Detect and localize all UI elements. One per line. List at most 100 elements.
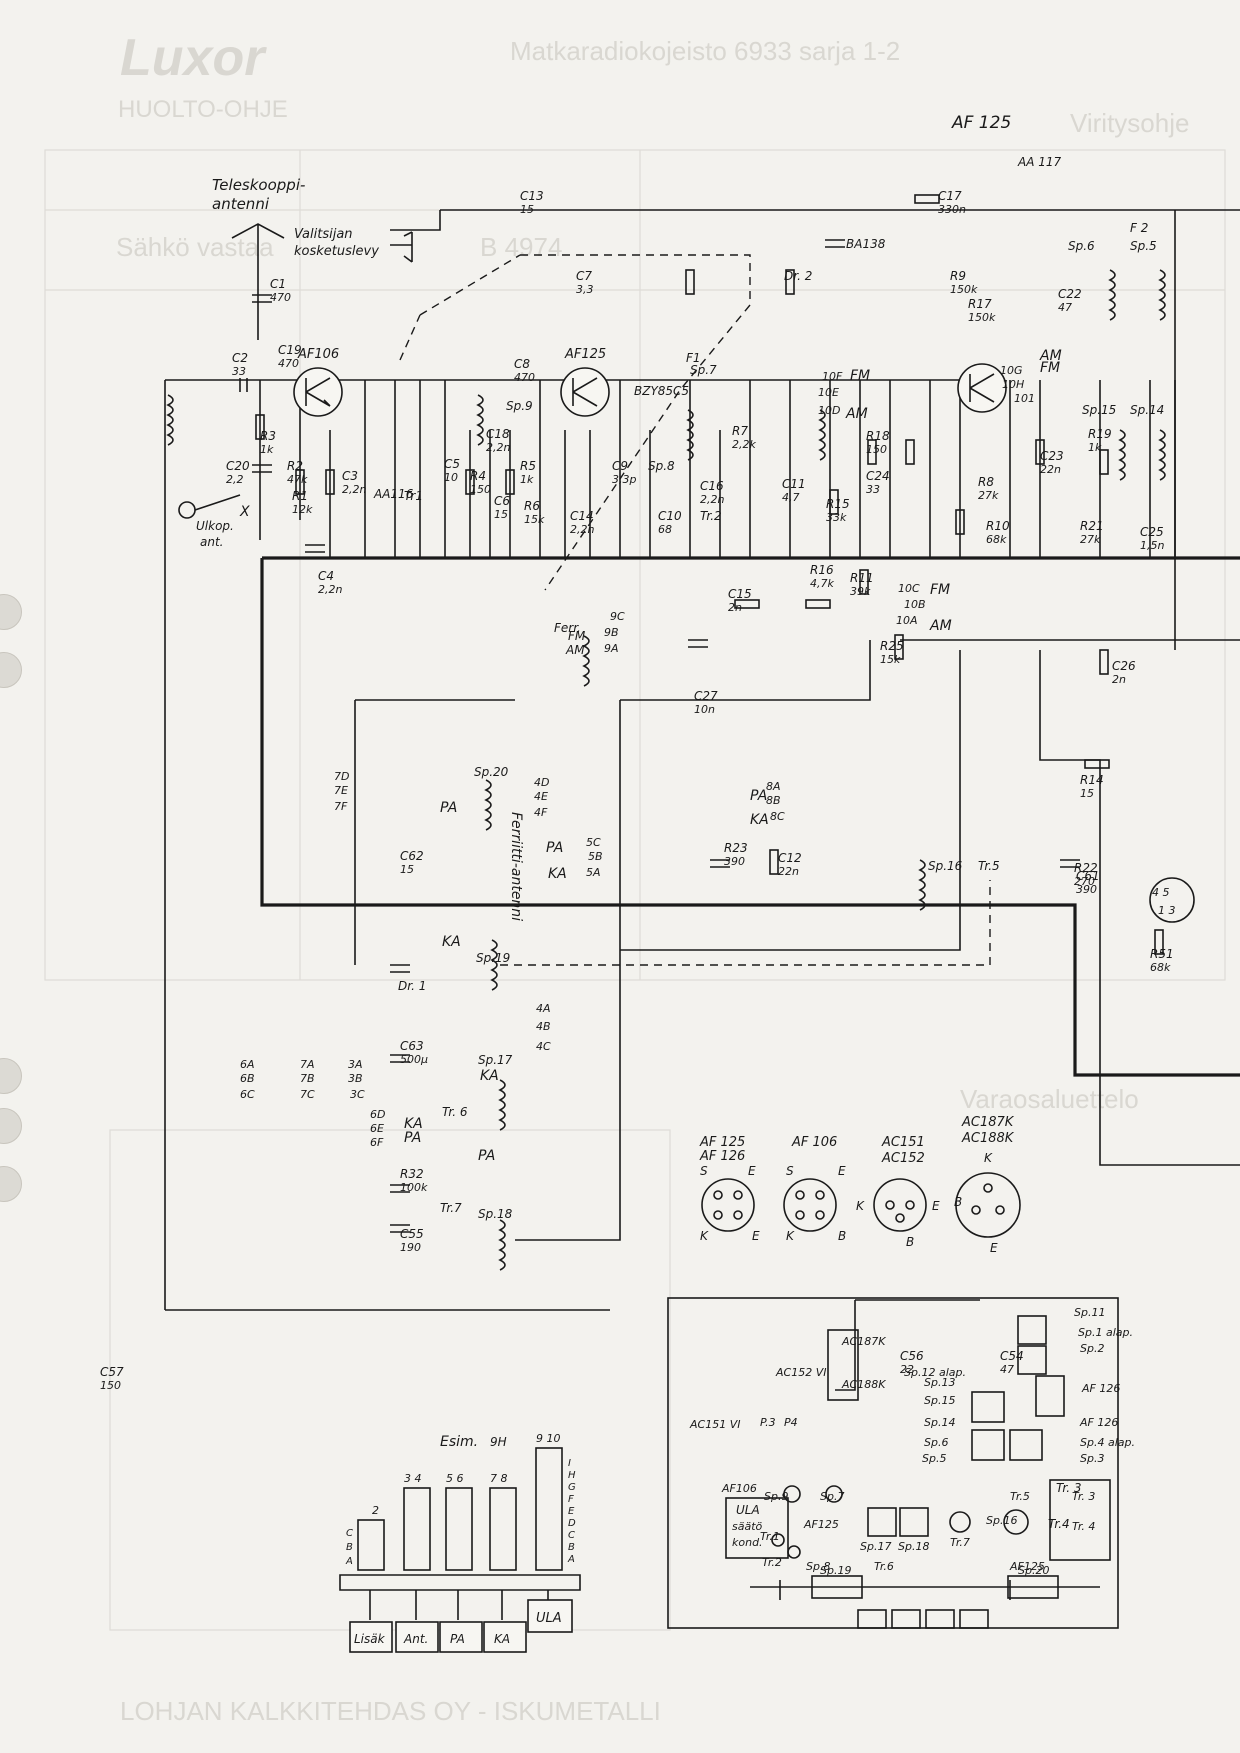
switch-fm-label: FM: [850, 368, 870, 384]
pinout-af125-title: AF 125: [699, 1135, 745, 1150]
component-value-c62: 15: [400, 863, 414, 876]
switch-pa-label-5: PA: [478, 1148, 495, 1164]
component-value-r7: 2,2k: [732, 438, 756, 451]
board-label-sp-1-alap-: Sp.1 alap.: [1078, 1326, 1133, 1339]
component-ref-r7: R7: [732, 424, 748, 438]
switch-point-101: 101: [1014, 392, 1035, 405]
component-value-c1: 470: [270, 291, 291, 304]
board-label-sp-6: Sp.6: [924, 1436, 948, 1449]
component-ref-c54: C54: [1000, 1349, 1024, 1363]
component-ref-c55: C55: [400, 1227, 424, 1241]
component-value-r9: 150k: [950, 283, 978, 296]
switch-point-7b: 7B: [300, 1072, 315, 1085]
svg-text:ULA: ULA: [736, 1503, 760, 1517]
component-ref-r22: R22: [1074, 861, 1098, 875]
board-label-tr-5: Tr.5: [1010, 1490, 1030, 1503]
board-label-sp-8: Sp.8: [806, 1560, 830, 1573]
button-ka[interactable]: [483, 1621, 527, 1653]
component-ref-c61: C61: [1076, 869, 1100, 883]
coil-sp-20: Sp.20: [474, 765, 509, 779]
component-value-r2: 47k: [287, 473, 308, 486]
switch-point-5b: 5B: [588, 850, 603, 863]
component-ref-r17: R17: [968, 297, 992, 311]
transistor-af106: AF106: [293, 347, 343, 417]
ghost-table-title: Sähkö vastaa: [116, 232, 274, 262]
transistor-af125: AF125: [560, 347, 610, 417]
switch-point-6f: 6F: [370, 1136, 384, 1149]
board-label-sp-2: Sp.2: [1080, 1342, 1104, 1355]
pinout-ac151-ac152: AC151 AC152 K E B: [856, 1135, 940, 1249]
switch-point-6b: 6B: [240, 1072, 255, 1085]
component-ref-r16: R16: [810, 563, 834, 577]
component-ref-c3: C3: [342, 469, 358, 483]
switch-layer: 10F10E10D10C10B10A10G10H1017D7E7F4D4E4F5…: [240, 348, 1062, 1164]
switch-point-7c: 7C: [300, 1088, 315, 1101]
switch-point-4d: 4D: [534, 776, 549, 789]
component-ref-c15: C15: [728, 587, 752, 601]
bank-row-left-b: B: [346, 1542, 353, 1553]
coil-winding: [498, 1219, 506, 1271]
selector-label-2: kosketuslevy: [294, 244, 379, 259]
button-pa[interactable]: [439, 1621, 483, 1653]
switch-ka-label: KA: [442, 934, 461, 950]
component-ref-c11: C11: [782, 477, 806, 491]
pinout-ac187-title: AC187K: [961, 1115, 1015, 1130]
board-label-tr-6: Tr.6: [874, 1560, 894, 1573]
svg-text:S: S: [700, 1164, 708, 1178]
component-value-c7: 3,3: [576, 283, 594, 296]
component-ref-aa116: AA116: [373, 487, 414, 501]
button-ula[interactable]: [527, 1599, 573, 1633]
board-label-ac151-vi: AC151 VI: [689, 1418, 740, 1431]
component-ref-c12: C12: [778, 851, 802, 865]
coil-winding: [918, 859, 926, 911]
pinout-ac152-title: AC152: [881, 1151, 925, 1166]
coil-sp-15: Sp.15: [1082, 403, 1116, 417]
svg-text:E: E: [990, 1241, 998, 1255]
x-mark: X: [239, 504, 250, 520]
component-value-c17: 330n: [938, 203, 966, 216]
component-ref-ba138: BA138: [846, 237, 886, 251]
pinout-af106: AF 106 S E K B: [783, 1135, 846, 1243]
component-value-c4: 2,2n: [318, 583, 342, 596]
component-value-r15: 33k: [826, 511, 847, 524]
coil-dr-1: Dr. 1: [398, 979, 426, 993]
board-label-af-126: AF 126: [1079, 1416, 1118, 1429]
ghost-parts-title: Varaosaluettelo: [960, 1084, 1139, 1114]
coil-sp-14: Sp.14: [1130, 403, 1164, 417]
component-ref-c22: C22: [1058, 287, 1082, 301]
coil-tr-6: Tr. 6: [442, 1105, 468, 1119]
svg-text:K: K: [984, 1151, 993, 1165]
coil-tr-4: Tr.4: [1048, 1517, 1070, 1531]
coil-f-2: F 2: [1130, 221, 1148, 235]
switch-point-10d: 10D: [818, 404, 840, 417]
coil-f1: F1: [686, 351, 701, 365]
coil-sp-16: Sp.16: [928, 859, 963, 873]
component-value-c57: 150: [100, 1379, 121, 1392]
component-ref-c9: C9: [612, 459, 628, 473]
component-value-c5: 10: [444, 471, 458, 484]
pinout-af106-title: AF 106: [791, 1135, 837, 1150]
bank-row-right-f: F: [568, 1494, 574, 1505]
board-label-sp-4-alap-: Sp.4 alap.: [1080, 1436, 1135, 1449]
coil-sp-5: Sp.5: [1130, 239, 1157, 253]
coil-tr-5: Tr.5: [978, 859, 1000, 873]
svg-text:ULA: ULA: [536, 1611, 562, 1626]
switch-point-4f: 4F: [534, 806, 548, 819]
button-ant[interactable]: [395, 1621, 439, 1653]
board-label-tr-7: Tr.7: [950, 1536, 970, 1549]
button-lisak[interactable]: [349, 1621, 393, 1653]
component-ref-r2: R2: [287, 459, 303, 473]
svg-text:K: K: [700, 1229, 709, 1243]
svg-text:B: B: [954, 1195, 962, 1209]
switch-point-4b: 4B: [536, 1020, 551, 1033]
board-label-tr-2: Tr.2: [762, 1556, 782, 1569]
switch-point-3b: 3B: [348, 1072, 363, 1085]
switch-point-9b: 9B: [604, 626, 619, 639]
svg-text:2: 2: [372, 1504, 379, 1517]
component-ref-c23: C23: [1040, 449, 1064, 463]
component-value-c13: 15: [520, 203, 534, 216]
component-value-c3: 2,2n: [342, 483, 366, 496]
switch-point-4a: 4A: [536, 1002, 551, 1015]
component-value-r51: 68k: [1150, 961, 1171, 974]
